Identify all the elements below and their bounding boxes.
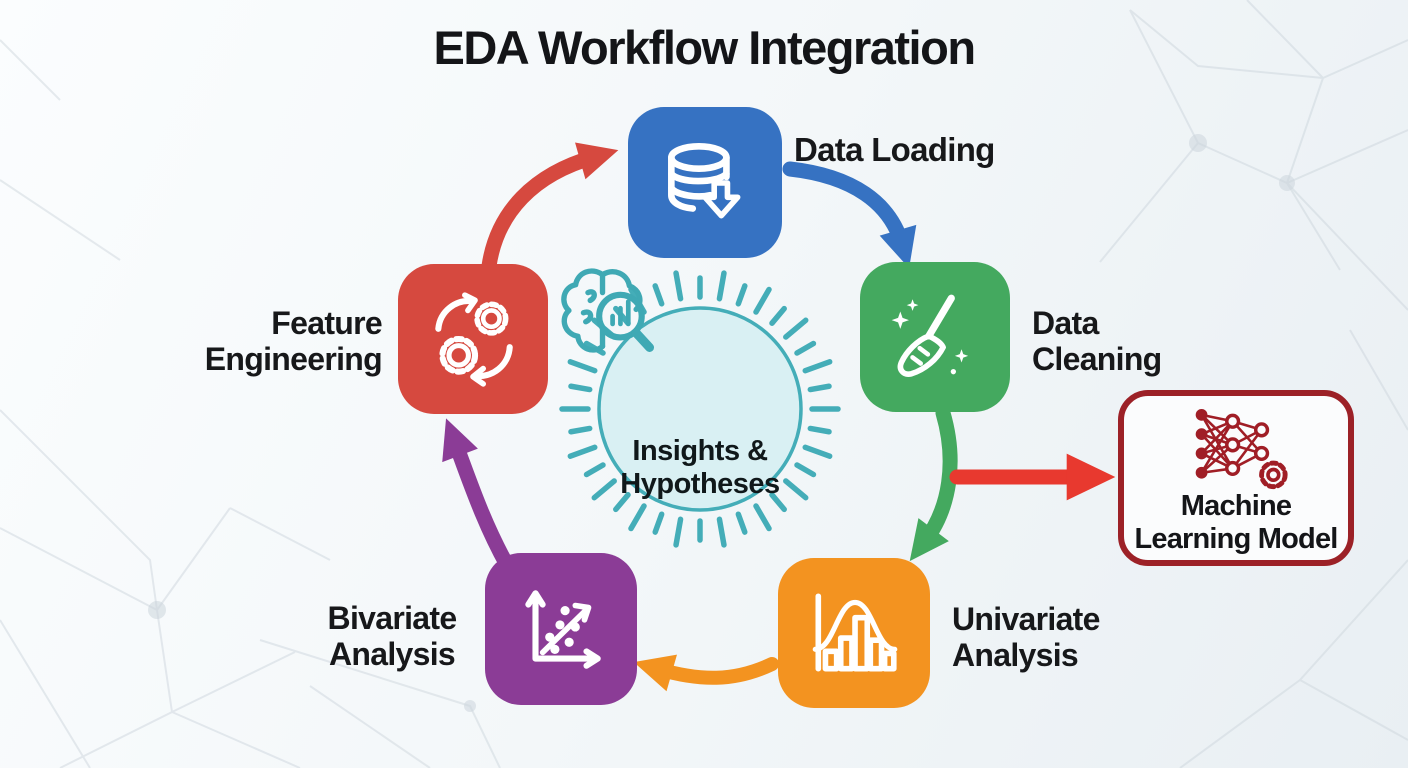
label-data-cleaning-line2: Cleaning	[1032, 341, 1162, 377]
label-bivariate-line2: Analysis	[328, 636, 456, 672]
label-bivariate-analysis: Bivariate Analysis	[308, 600, 476, 672]
label-data-cleaning: Data Cleaning	[1032, 305, 1162, 377]
label-data-cleaning-line1: Data	[1032, 305, 1099, 341]
machine-learning-model-box: Machine Learning Model	[1118, 390, 1354, 566]
page-title: EDA Workflow Integration	[433, 21, 976, 74]
center-circle	[597, 306, 803, 512]
machine-learning-model-label: Machine Learning Model	[1124, 490, 1348, 556]
sunburst-ticks	[559, 270, 841, 548]
center-label-line1: Insights &	[632, 435, 768, 467]
label-univariate-line1: Univariate	[952, 601, 1100, 637]
arrow-feature-to-loading	[481, 142, 619, 274]
label-feature-line2: Engineering	[204, 341, 383, 377]
gears-cycle-icon	[435, 292, 513, 387]
histogram-icon	[812, 593, 898, 672]
node-feature-engineering	[398, 264, 548, 414]
label-data-loading: Data Loading	[794, 131, 995, 168]
arrow-cleaning-to-univariate	[909, 405, 958, 562]
brain-magnifier-icon	[561, 268, 655, 353]
node-data-cleaning	[860, 262, 1010, 412]
arrow-bivariate-to-feature	[442, 418, 515, 573]
database-download-icon	[668, 142, 741, 218]
ml-label-line2: Learning Model	[1134, 523, 1338, 555]
label-univariate-line2: Analysis	[952, 637, 1079, 673]
scatter-plot-icon	[525, 590, 601, 669]
node-bivariate-analysis	[485, 553, 637, 705]
neural-network-gear-icon	[1195, 408, 1288, 490]
arrow-loading-to-cleaning	[782, 161, 917, 269]
label-feature-engineering: Feature Engineering	[168, 305, 383, 377]
ml-label-line1: Machine	[1180, 490, 1292, 522]
center-label: Insights & Hypotheses	[550, 435, 850, 501]
label-feature-line1: Feature	[271, 305, 382, 341]
arrow-univariate-to-bivariate	[633, 654, 779, 692]
node-univariate-analysis	[778, 558, 930, 708]
broom-icon	[891, 294, 969, 377]
center-insights-badge: Insights & Hypotheses	[550, 259, 850, 559]
center-label-line2: Hypotheses	[620, 468, 780, 500]
label-bivariate-line1: Bivariate	[327, 600, 458, 636]
label-univariate-analysis: Univariate Analysis	[952, 601, 1100, 673]
node-data-loading	[628, 107, 782, 258]
